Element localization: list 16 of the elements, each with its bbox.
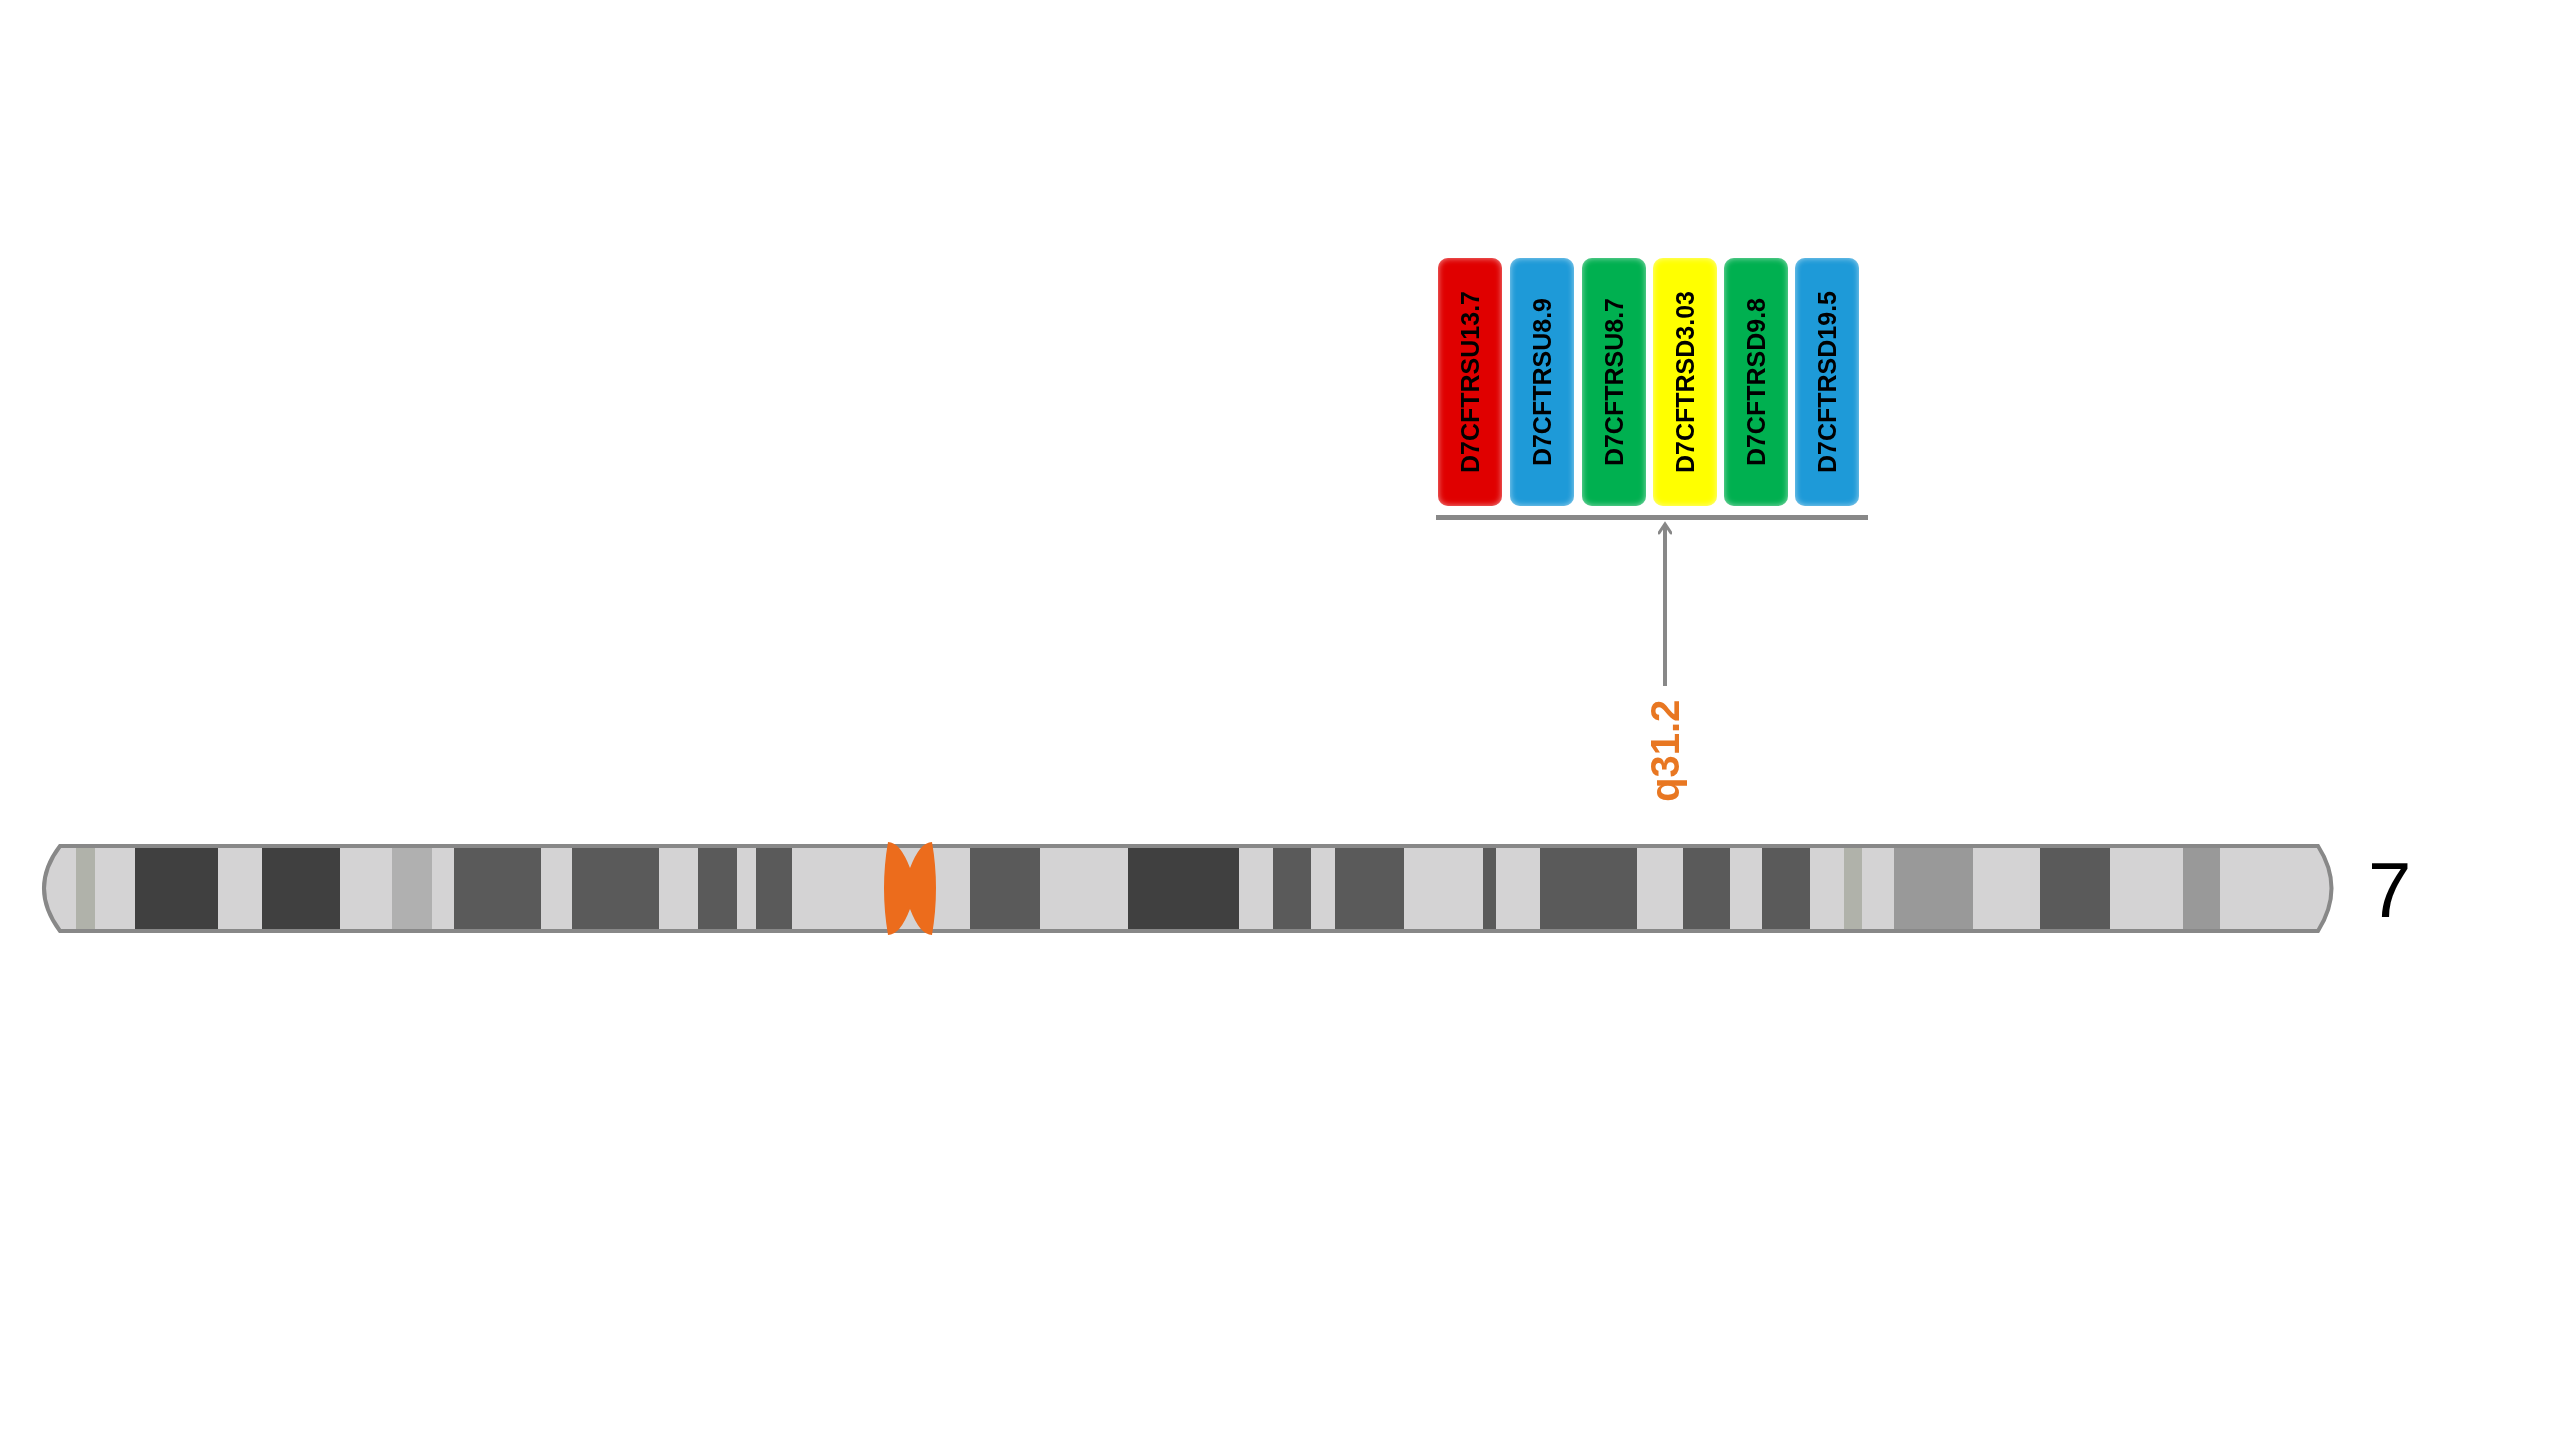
marker-name: D7CFTRSU8.9 [1527,297,1557,467]
marker-name: D7CFTRSD3.03 [1670,291,1700,473]
marker-box [1795,258,1859,506]
marker-box [1510,258,1574,506]
marker-name: D7CFTRSU13.7 [1455,291,1485,473]
marker-name: D7CFTRSU8.7 [1599,297,1629,467]
arrow [1657,522,1673,686]
marker-box [1582,258,1646,506]
marker-name: D7CFTRSD19.5 [1812,291,1842,473]
band-label: q31.2 [1643,690,1687,812]
marker-box [1438,258,1502,506]
chromosome-number: 7 [2368,848,2412,932]
marker-name: D7CFTRSD9.8 [1741,297,1771,467]
marker-box [1724,258,1788,506]
marker-box [1653,258,1717,506]
bracket-bar [1436,515,1868,520]
